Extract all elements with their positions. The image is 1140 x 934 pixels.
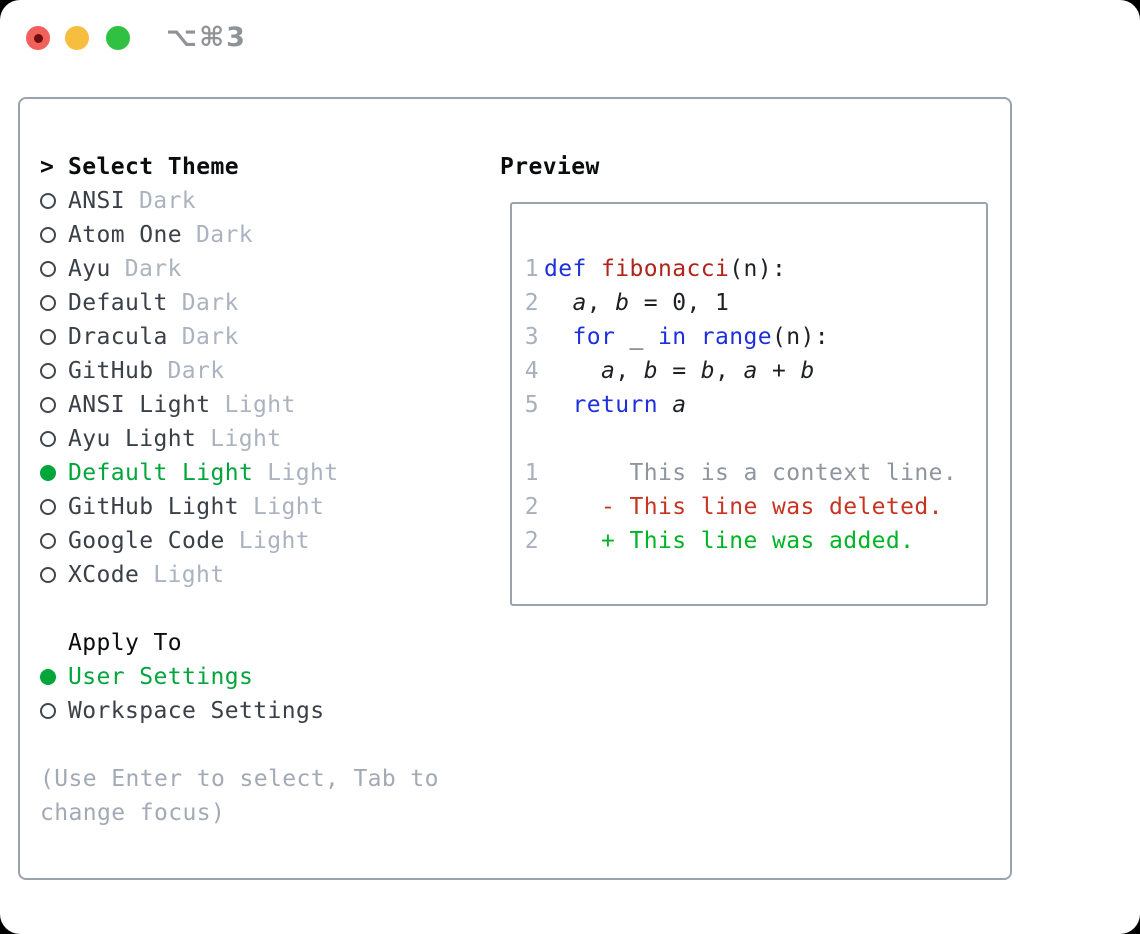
radio-icon	[40, 295, 56, 311]
code-text: - This line was deleted.	[544, 494, 943, 520]
apply-to-header: Apply To	[40, 626, 439, 660]
maximize-button[interactable]	[106, 26, 130, 50]
radio-icon	[40, 261, 56, 277]
radio-icon	[40, 499, 56, 515]
line-number: 1	[524, 460, 539, 486]
apply-option-label: User Settings	[68, 664, 254, 690]
radio-icon	[40, 703, 56, 719]
code-text: for _ in range(n):	[572, 324, 829, 350]
code-text: a, b = 0, 1	[572, 290, 730, 316]
theme-name: GitHub Light	[68, 494, 239, 520]
theme-name: ANSI	[68, 188, 125, 214]
theme-picker-panel: > Select Theme ANSI Dark Atom One Dark A…	[18, 97, 1012, 880]
code-line: 5 return a	[524, 388, 986, 422]
hint-text-line-1: (Use Enter to select, Tab to	[40, 766, 439, 792]
theme-name: GitHub	[68, 358, 154, 384]
select-theme-header: > Select Theme	[40, 150, 439, 184]
line-number: 5	[524, 392, 539, 418]
theme-type: Dark	[167, 358, 225, 384]
spacer	[40, 592, 439, 626]
theme-option-default-light[interactable]: Default Light Light	[40, 456, 439, 490]
unsaved-changes-dot	[33, 33, 43, 43]
apply-option-user-settings[interactable]: User Settings	[40, 660, 439, 694]
theme-name: Atom One	[68, 222, 182, 248]
code-line: 2 a, b = 0, 1	[524, 286, 986, 320]
diff-added-line: 2 + This line was added.	[524, 524, 986, 558]
close-button[interactable]	[26, 26, 50, 50]
apply-option-label: Workspace Settings	[68, 698, 325, 724]
theme-option-github-light[interactable]: GitHub Light Light	[40, 490, 439, 524]
theme-type: Light	[267, 460, 339, 486]
code-line: 3 for _ in range(n):	[524, 320, 986, 354]
radio-icon	[40, 363, 56, 379]
radio-icon	[40, 193, 56, 209]
theme-type: Light	[252, 494, 325, 520]
radio-selected-icon	[40, 669, 56, 685]
theme-option-google-code[interactable]: Google Code Light	[40, 524, 439, 558]
code-text: a, b = b, a + b	[601, 358, 815, 384]
code-line: 1 def fibonacci(n):	[524, 252, 986, 286]
preview-title: Preview	[500, 154, 600, 180]
theme-name: Dracula	[68, 324, 168, 350]
line-number: 3	[524, 324, 539, 350]
theme-option-atom-one-dark[interactable]: Atom One Dark	[40, 218, 439, 252]
theme-option-ayu-light[interactable]: Ayu Light Light	[40, 422, 439, 456]
theme-name: XCode	[68, 562, 140, 588]
theme-name: Default	[68, 290, 168, 316]
radio-icon	[40, 533, 56, 549]
theme-option-ayu-dark[interactable]: Ayu Dark	[40, 252, 439, 286]
radio-icon	[40, 567, 56, 583]
line-number: 1	[524, 256, 539, 282]
select-theme-title: Select Theme	[68, 154, 239, 180]
theme-type: Light	[238, 528, 310, 554]
theme-type: Light	[224, 392, 296, 418]
theme-type: Dark	[139, 188, 196, 214]
minimize-button[interactable]	[65, 26, 89, 50]
preview-pane: 1 def fibonacci(n): 2 a, b = 0, 1 3 for …	[510, 202, 988, 606]
theme-name: Ayu	[68, 256, 111, 282]
spacer	[40, 728, 439, 762]
code-text: return a	[572, 392, 687, 418]
line-number: 2	[524, 528, 539, 554]
radio-icon	[40, 329, 56, 345]
theme-type: Dark	[195, 222, 253, 248]
hint-text-line-2: change focus)	[40, 800, 226, 826]
code-text: def fibonacci(n):	[544, 256, 787, 282]
radio-selected-icon	[40, 465, 56, 481]
code-text: This is a context line.	[544, 460, 958, 486]
line-number: 4	[524, 358, 539, 384]
radio-icon	[40, 397, 56, 413]
theme-option-github-dark[interactable]: GitHub Dark	[40, 354, 439, 388]
theme-type: Dark	[124, 256, 182, 282]
diff-context-line: 1 This is a context line.	[524, 456, 986, 490]
theme-name: Default Light	[68, 460, 254, 486]
theme-type: Light	[153, 562, 225, 588]
apply-option-workspace-settings[interactable]: Workspace Settings	[40, 694, 439, 728]
theme-type: Light	[210, 426, 282, 452]
code-line-blank	[524, 422, 986, 456]
theme-name: Ayu Light	[68, 426, 197, 452]
theme-list: > Select Theme ANSI Dark Atom One Dark A…	[40, 150, 439, 830]
code-text: + This line was added.	[544, 528, 915, 554]
theme-option-default-dark[interactable]: Default Dark	[40, 286, 439, 320]
focus-caret-icon: >	[40, 154, 55, 180]
window-shortcut-label: ⌥⌘3	[166, 22, 247, 53]
line-number: 2	[524, 290, 539, 316]
theme-type: Dark	[181, 324, 239, 350]
theme-type: Dark	[181, 290, 239, 316]
theme-option-dracula-dark[interactable]: Dracula Dark	[40, 320, 439, 354]
theme-name: ANSI Light	[68, 392, 211, 418]
radio-icon	[40, 431, 56, 447]
apply-to-title: Apply To	[68, 630, 182, 656]
theme-option-ansi-light[interactable]: ANSI Light Light	[40, 388, 439, 422]
theme-option-xcode[interactable]: XCode Light	[40, 558, 439, 592]
line-number: 2	[524, 494, 539, 520]
radio-icon	[40, 227, 56, 243]
code-line: 4 a, b = b, a + b	[524, 354, 986, 388]
theme-name: Google Code	[68, 528, 225, 554]
diff-deleted-line: 2 - This line was deleted.	[524, 490, 986, 524]
theme-option-ansi-dark[interactable]: ANSI Dark	[40, 184, 439, 218]
